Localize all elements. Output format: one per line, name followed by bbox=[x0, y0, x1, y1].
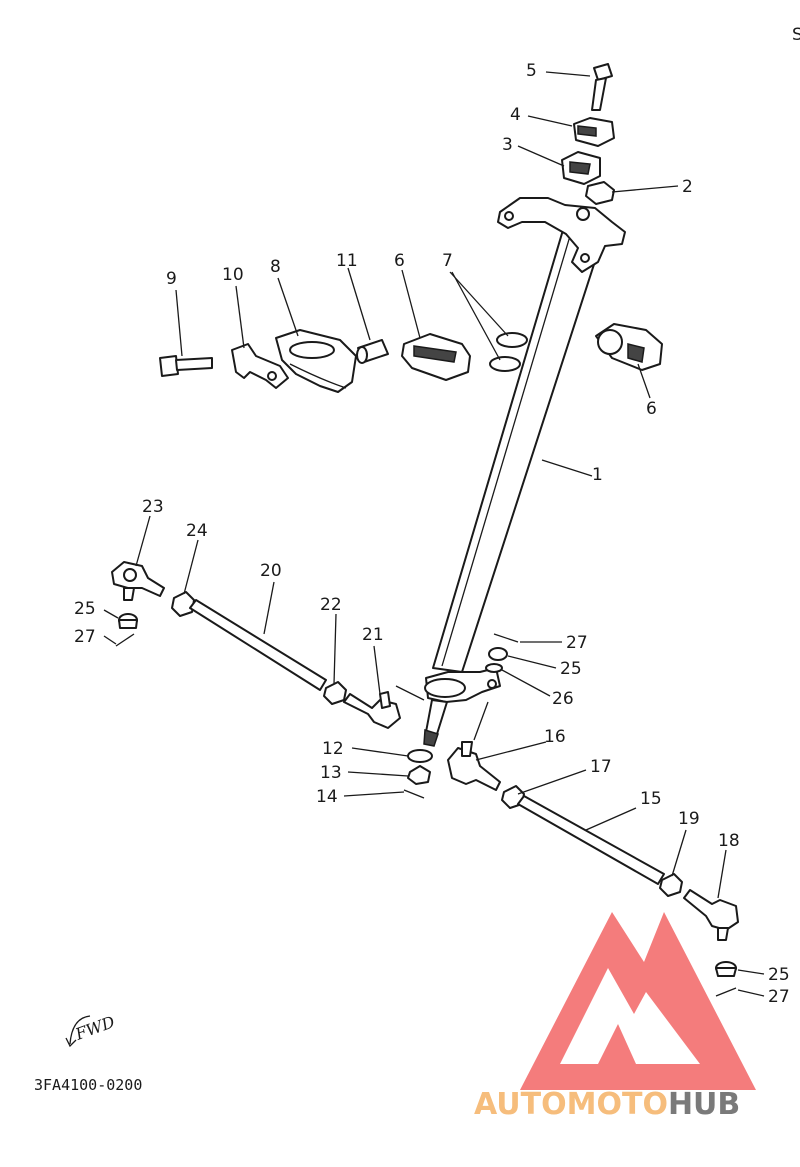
part-5-bolt bbox=[591, 63, 613, 111]
fwd-label: FWD bbox=[72, 1012, 118, 1044]
callout-16: 16 bbox=[544, 727, 566, 747]
callout-labels: 1 2 3 4 5 6 6 7 8 9 10 11 12 13 14 15 16… bbox=[74, 61, 790, 1007]
part-20-tie-rod bbox=[189, 599, 327, 691]
callout-20: 20 bbox=[260, 561, 282, 581]
callout-26: 26 bbox=[552, 689, 574, 709]
part-14-pin bbox=[403, 789, 425, 799]
callout-22: 22 bbox=[320, 595, 342, 615]
callout-2: 2 bbox=[682, 177, 693, 197]
callout-24: 24 bbox=[186, 521, 208, 541]
callout-9: 9 bbox=[166, 269, 177, 289]
part-22-nut bbox=[323, 681, 347, 705]
callout-27-center: 27 bbox=[566, 633, 588, 653]
part-21-tie-rod-end bbox=[343, 691, 401, 729]
callout-25-left: 25 bbox=[74, 599, 96, 619]
part-10-lock-plate bbox=[231, 343, 289, 389]
part-16-tie-rod-end bbox=[447, 741, 501, 791]
callout-4: 4 bbox=[510, 105, 521, 125]
watermark-text: AUTOMOTOHUB bbox=[474, 1087, 740, 1122]
part-2-bushing bbox=[585, 181, 615, 205]
part-9-bolt bbox=[159, 355, 213, 377]
callout-23: 23 bbox=[142, 497, 164, 517]
callout-15: 15 bbox=[640, 789, 662, 809]
part-23-tie-rod-end bbox=[111, 561, 165, 601]
part-24-nut bbox=[171, 591, 195, 617]
callout-25-center: 25 bbox=[560, 659, 582, 679]
part-11-collar bbox=[356, 339, 389, 364]
callout-1: 1 bbox=[592, 465, 603, 485]
callout-3: 3 bbox=[502, 135, 513, 155]
diagram-code: 3FA4100-0200 bbox=[34, 1076, 142, 1094]
part-25-nut-center bbox=[488, 647, 508, 661]
callout-21: 21 bbox=[362, 625, 384, 645]
callout-6-right: 6 bbox=[646, 399, 657, 419]
part-6-clamp-left bbox=[401, 333, 471, 381]
callout-13: 13 bbox=[320, 763, 342, 783]
callout-19: 19 bbox=[678, 809, 700, 829]
callout-12: 12 bbox=[322, 739, 344, 759]
fwd-indicator: FWD bbox=[65, 1012, 118, 1048]
part-7-washers bbox=[489, 332, 528, 372]
part-18-tie-rod-end bbox=[683, 889, 739, 941]
part-8-plate bbox=[275, 329, 357, 393]
callout-11: 11 bbox=[336, 251, 358, 271]
part-27-pin-right bbox=[715, 987, 737, 997]
part-6-clamp-right bbox=[595, 323, 663, 371]
part-19-nut bbox=[659, 873, 683, 897]
part-12-washer bbox=[407, 749, 433, 763]
callout-27-left: 27 bbox=[74, 627, 96, 647]
part-25-nut-left bbox=[118, 613, 138, 629]
watermark-logo bbox=[520, 912, 756, 1090]
callout-7: 7 bbox=[442, 251, 453, 271]
callout-25-right: 25 bbox=[768, 965, 790, 985]
part-4-clamp bbox=[573, 117, 615, 147]
part-25-nut-right bbox=[715, 961, 737, 977]
part-13-nut bbox=[407, 765, 431, 785]
callout-14: 14 bbox=[316, 787, 338, 807]
callout-17: 17 bbox=[590, 757, 612, 777]
part-27-pin-left bbox=[115, 633, 135, 647]
callout-27-right: 27 bbox=[768, 987, 790, 1007]
part-27-pin-center bbox=[493, 633, 519, 643]
callout-6-left: 6 bbox=[394, 251, 405, 271]
steering-shaft bbox=[423, 197, 626, 747]
leader-lines bbox=[103, 71, 765, 997]
callout-5: 5 bbox=[526, 61, 537, 81]
callout-18: 18 bbox=[718, 831, 740, 851]
callout-10: 10 bbox=[222, 265, 244, 285]
part-26-washer bbox=[485, 663, 503, 673]
part-15-tie-rod bbox=[517, 795, 665, 885]
callout-8: 8 bbox=[270, 257, 281, 277]
corner-mark: S bbox=[792, 25, 800, 45]
part-3-clamp bbox=[561, 151, 601, 185]
